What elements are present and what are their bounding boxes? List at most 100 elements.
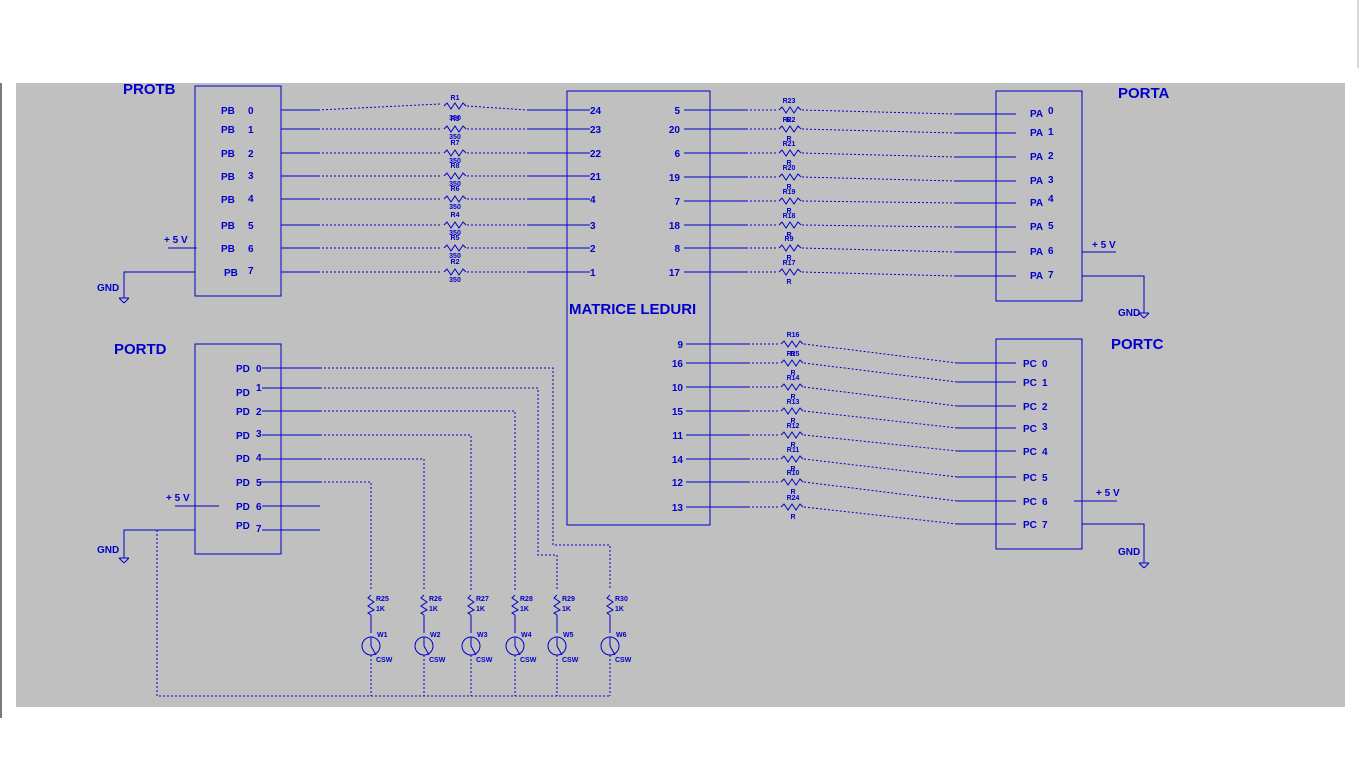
porta-dashed2-0 (801, 109, 956, 115)
portb-gnd-label: GND (97, 283, 119, 294)
resistor-label: R22 (783, 117, 796, 124)
matrix-pin-right: 7 (674, 197, 680, 208)
schematic-canvas[interactable] (16, 83, 1345, 707)
porta-dashed2-5 (801, 224, 956, 228)
porta-pin-prefix: PA (1030, 176, 1043, 187)
resistor-label: R13 (787, 399, 800, 406)
porta-dashed2-1 (801, 128, 956, 134)
resistor-value: R (786, 232, 791, 239)
resistor-r1 (443, 102, 467, 110)
porta-pin-prefix: PA (1030, 222, 1043, 233)
portd-pin-prefix: PD (236, 454, 250, 465)
porta-gnd-symbol (1138, 312, 1145, 319)
portc-pin-prefix: PC (1023, 402, 1037, 413)
switch-type: CSW (562, 657, 579, 664)
resistor-r24 (780, 503, 804, 511)
porta-box (995, 90, 1083, 302)
resistor-value: 350 (449, 204, 461, 211)
portc-pin-number: 7 (1042, 520, 1048, 531)
portb-dashed-0 (317, 103, 441, 111)
resistor-label: R6 (451, 186, 460, 193)
resistor-label: R14 (787, 375, 800, 382)
portc-pin-number: 2 (1042, 402, 1048, 413)
resistor-r28 (511, 594, 519, 616)
resistor-r4 (443, 221, 467, 229)
portb-pin-prefix: PB (221, 221, 235, 232)
portb-pin-number: 2 (248, 149, 254, 160)
resistor-value: R (790, 394, 795, 401)
portd-pin-number: 6 (256, 502, 262, 513)
portd-pin-number: 7 (256, 524, 262, 535)
portb-pin-number: 6 (248, 244, 254, 255)
portb-pin-prefix: PB (221, 149, 235, 160)
portc-box (995, 338, 1083, 550)
portd-pin-prefix: PD (236, 364, 250, 375)
resistor-r10 (780, 478, 804, 486)
portd-pin-number: 2 (256, 407, 262, 418)
switch-lever-2 (470, 645, 477, 656)
portb-pin-number: 1 (248, 125, 254, 136)
resistor-value: R (786, 184, 791, 191)
portc-pin-prefix: PC (1023, 497, 1037, 508)
switch-lever-0 (370, 645, 377, 656)
resistor-value: R (790, 489, 795, 496)
resistor-r14 (780, 383, 804, 391)
matrix-pin-right-bottom: 13 (672, 503, 684, 514)
porta-pin-prefix: PA (1030, 152, 1043, 163)
portb-pin-prefix: PB (224, 268, 238, 279)
portc-dashed2-3 (803, 410, 958, 429)
resistor-label: R8 (451, 163, 460, 170)
portd-title: PORTD (114, 341, 167, 358)
portc-pin-number: 5 (1042, 473, 1048, 484)
resistor-r21 (778, 149, 802, 157)
resistor-r19 (778, 197, 802, 205)
switch-lever-1 (423, 645, 430, 656)
portb-pin-number: 4 (248, 194, 254, 205)
switch-resistor-label: R28 (520, 596, 533, 603)
switch-name: W5 (563, 632, 574, 639)
resistor-r27 (467, 594, 475, 616)
resistor-label: R17 (783, 260, 796, 267)
portd-gnd-symbol (118, 557, 125, 564)
portc-dashed2-0 (803, 343, 958, 364)
switch-resistor-label: R29 (562, 596, 575, 603)
portd-route-2 (320, 434, 472, 590)
portc-dashed2-1 (803, 362, 958, 383)
portd-pin-prefix: PD (236, 431, 250, 442)
portd-pin-prefix: PD (236, 502, 250, 513)
resistor-value: R (786, 279, 791, 286)
resistor-label: R12 (787, 423, 800, 430)
switch-resistor-value: 1K (429, 606, 438, 613)
resistor-r15 (780, 359, 804, 367)
portb-pin-number: 0 (248, 106, 254, 117)
portc-gnd-symbol (1143, 562, 1150, 569)
resistor-label: R1 (451, 95, 460, 102)
resistor-value: 350 (449, 230, 461, 237)
porta-dashed2-3 (801, 176, 956, 182)
portd-pin-number: 1 (256, 383, 262, 394)
resistor-label: R3 (451, 116, 460, 123)
resistor-value: R (786, 208, 791, 215)
matrix-pin-left: 24 (590, 106, 602, 117)
matrix-pin-right: 19 (669, 173, 681, 184)
portc-pin-number: 4 (1042, 447, 1048, 458)
porta-pin-number: 5 (1048, 221, 1054, 232)
resistor-r9 (778, 244, 802, 252)
portb-vcc-label: + 5 V (164, 235, 188, 246)
matrix-pin-right: 20 (669, 125, 681, 136)
matrix-pin-right-bottom: 9 (677, 340, 683, 351)
resistor-label: R11 (787, 447, 800, 454)
resistor-label: R4 (451, 212, 460, 219)
resistor-value: R (786, 117, 791, 124)
porta-pin-number: 7 (1048, 270, 1054, 281)
porta-gnd-symbol (1143, 312, 1150, 319)
resistor-value: R (790, 418, 795, 425)
resistor-label: R10 (787, 470, 800, 477)
resistor-r23 (778, 106, 802, 114)
portb-pin-prefix: PB (221, 244, 235, 255)
portb-pin-number: 7 (248, 266, 254, 277)
resistor-r12 (780, 431, 804, 439)
matrix-pin-right-bottom: 16 (672, 359, 684, 370)
switch-resistor-value: 1K (520, 606, 529, 613)
switch-resistor-label: R25 (376, 596, 389, 603)
